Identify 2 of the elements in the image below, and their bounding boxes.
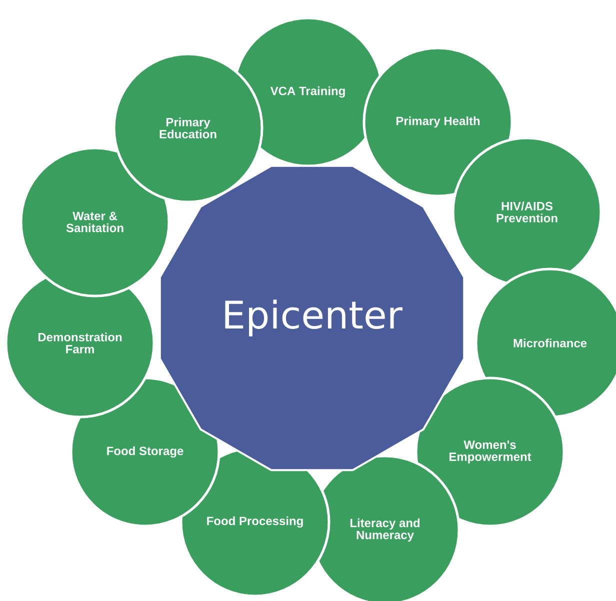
node-label: Microfinance	[514, 338, 587, 348]
node-label: HIV/AIDS Prevention	[496, 202, 558, 222]
